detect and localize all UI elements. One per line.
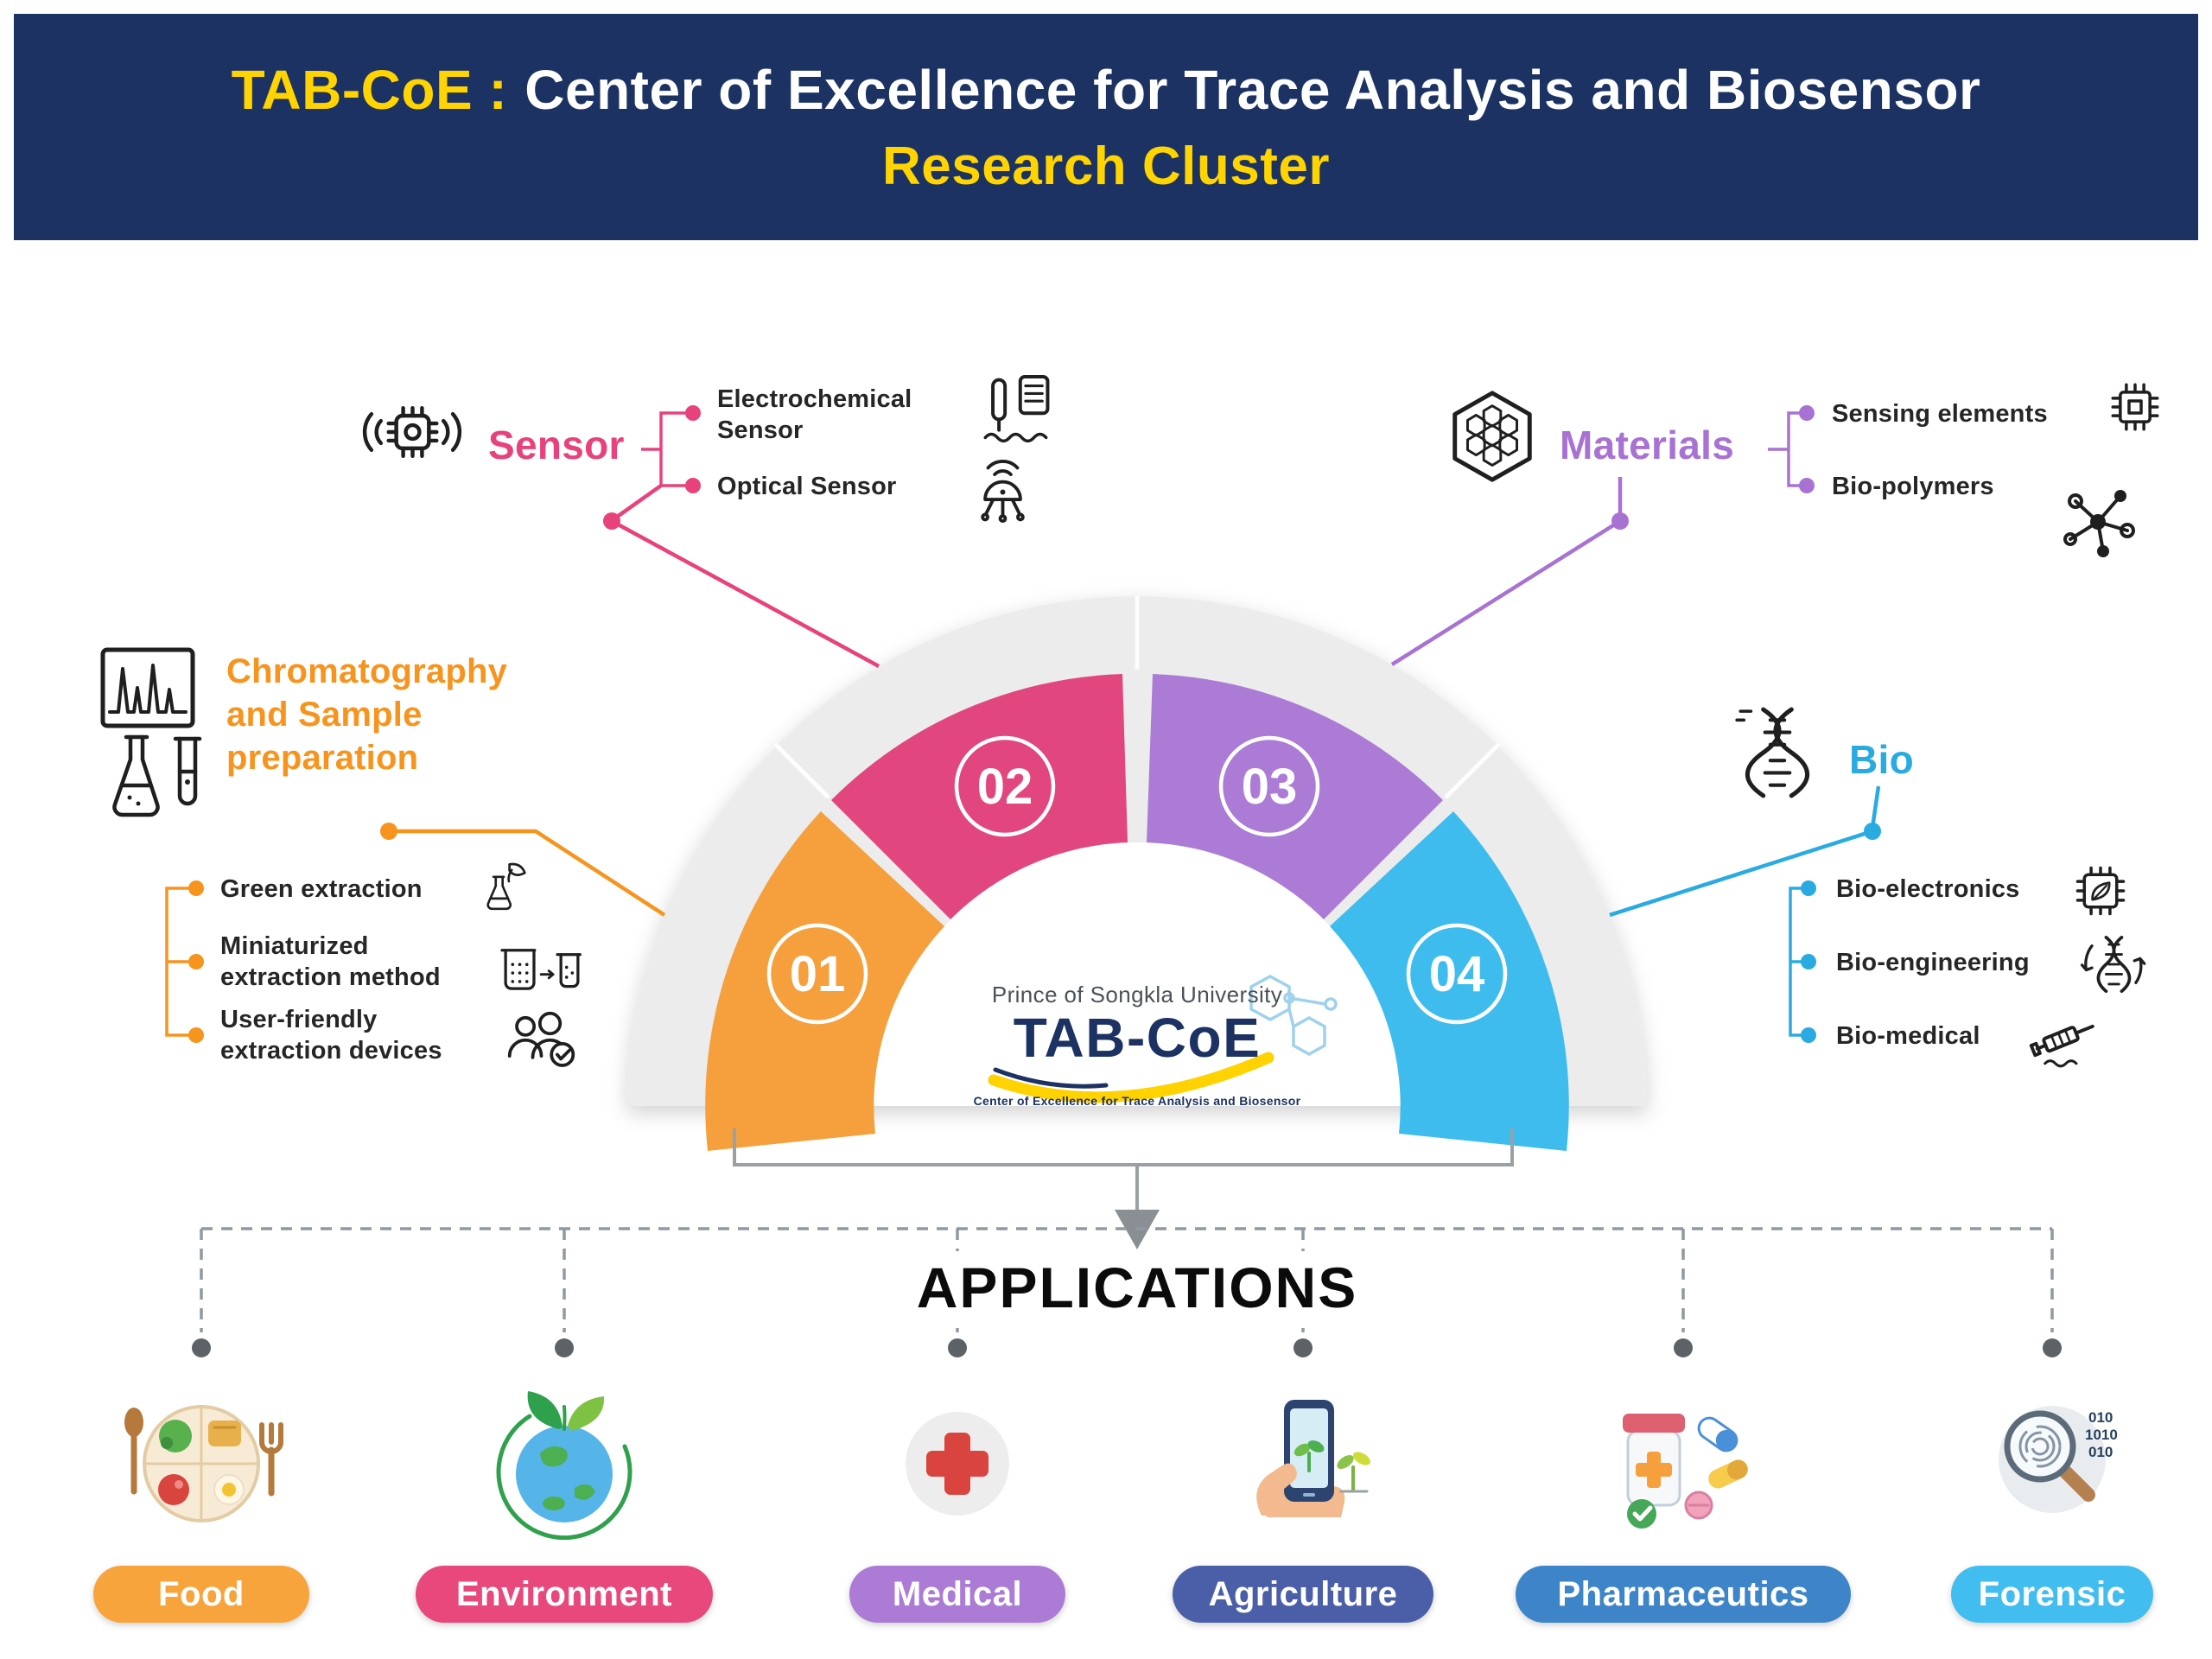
microchip-icon	[2111, 383, 2159, 431]
materials-dots	[1611, 405, 1815, 530]
wheel-number-3: 03	[1218, 735, 1320, 837]
materials-connector	[1390, 411, 1804, 666]
molecule-decoration	[1249, 975, 1338, 1057]
electrochemical-probe-icon	[983, 375, 1050, 443]
phone-plant-icon	[1256, 1400, 1370, 1517]
applications-dashed-lines	[200, 1227, 2054, 1332]
page-title-prefix: TAB-CoE :	[231, 58, 508, 121]
application-pill-environment: Environment	[416, 1566, 713, 1623]
molecule-icon	[2063, 490, 2135, 557]
beakers-icon	[500, 949, 582, 990]
application-pill-forensic: Forensic	[1951, 1566, 2153, 1623]
item-user-friendly-devices: User-friendly extraction devices	[220, 1006, 442, 1065]
page-subtitle: Research Cluster	[881, 136, 1331, 196]
item-green-extraction: Green extraction	[220, 875, 423, 903]
header-banner: TAB-CoE : Center of Excellence for Trace …	[14, 14, 2198, 240]
item-bio-medical: Bio-medical	[1836, 1022, 1980, 1050]
application-pill-food: Food	[93, 1566, 309, 1623]
sensor-connector	[610, 411, 880, 668]
svg-text:02: 02	[977, 759, 1033, 815]
item-bio-electronics: Bio-electronics	[1836, 875, 2020, 903]
item-electrochemical-sensor: Electrochemical Sensor	[717, 385, 912, 444]
logo-tagline: Center of Excellence for Trace Analysis …	[973, 1094, 1301, 1108]
branch-title-materials: Materials	[1560, 423, 1735, 467]
branch-title-sensor: Sensor	[488, 423, 625, 467]
pills-bottle-icon	[1623, 1414, 1748, 1529]
sensor-dots	[603, 405, 701, 530]
item-bio-polymers: Bio-polymers	[1832, 473, 1994, 500]
syringe-icon	[2029, 1024, 2094, 1068]
wheel-number-4: 04	[1406, 923, 1508, 1025]
svg-text:010: 010	[2088, 1444, 2113, 1460]
item-miniaturized-extraction: Miniaturized extraction method	[220, 932, 441, 991]
logo-university: Prince of Songkla University	[991, 982, 1283, 1007]
svg-text:010: 010	[2088, 1409, 2113, 1426]
wheel-segment-1	[705, 811, 944, 1151]
wheel-number-2: 02	[954, 735, 1056, 837]
fingerprint-magnifier-icon: 010 1010 010	[1999, 1406, 2118, 1513]
item-optical-sensor: Optical Sensor	[717, 473, 897, 500]
applications-bracket	[733, 1128, 1514, 1210]
application-pill-medical: Medical	[849, 1566, 1065, 1623]
item-bio-engineering: Bio-engineering	[1836, 949, 2030, 976]
applications-anchor-dots	[192, 1338, 2062, 1357]
page-title-main: Center of Excellence for Trace Analysis …	[524, 58, 1981, 121]
lab-glassware-icon	[112, 734, 202, 817]
svg-text:03: 03	[1242, 759, 1298, 815]
bio-connector	[1609, 785, 1881, 1037]
honeycomb-icon	[1452, 391, 1532, 482]
item-sensing-elements: Sensing elements	[1832, 400, 2048, 428]
chip-leaf-icon	[2075, 866, 2126, 916]
food-plate-icon	[124, 1405, 283, 1522]
branch-title-chromatography: Chromatography and Sample preparation	[226, 652, 508, 777]
logo-swoosh	[988, 1052, 1274, 1103]
bio-dots	[1801, 823, 1881, 1043]
branch-title-bio: Bio	[1849, 737, 1914, 782]
applications-title: APPLICATIONS	[835, 1251, 1440, 1324]
earth-leaves-icon	[496, 1391, 632, 1541]
logo-name: TAB-CoE	[1013, 1007, 1262, 1069]
wheel-segment-4	[1330, 811, 1569, 1151]
dna-icon	[1735, 707, 1809, 798]
svg-text:01: 01	[790, 946, 846, 1002]
wheel-segment-2	[831, 674, 1128, 919]
chromatogram-icon	[100, 647, 195, 728]
application-pill-pharmaceutics: Pharmaceutics	[1516, 1566, 1851, 1623]
page-title: TAB-CoE : Center of Excellence for Trace …	[232, 58, 1981, 122]
wheel-segment-3	[1147, 674, 1443, 919]
chromatography-dots	[188, 823, 397, 1043]
flask-leaf-icon	[486, 862, 526, 911]
wheel-number-1: 01	[766, 923, 868, 1025]
application-pill-agriculture: Agriculture	[1173, 1566, 1433, 1623]
wireless-chip-icon	[362, 405, 462, 459]
svg-text:1010: 1010	[2085, 1427, 2118, 1443]
optical-sensor-icon	[981, 460, 1025, 524]
svg-text:04: 04	[1429, 946, 1485, 1002]
medical-cross-icon	[906, 1412, 1009, 1516]
users-check-icon	[507, 1011, 575, 1067]
dna-gear-icon	[2080, 935, 2146, 994]
